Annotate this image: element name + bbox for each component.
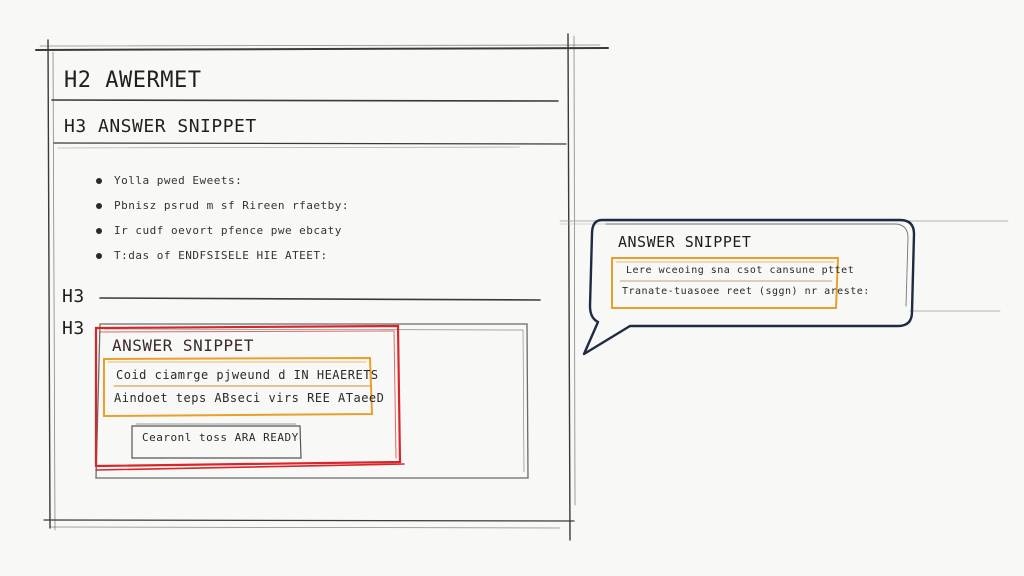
bubble-highlight-box bbox=[611, 257, 840, 309]
bullet-dot-icon bbox=[96, 202, 102, 209]
h3-second-underline bbox=[99, 297, 541, 301]
snippet-card-line-1: Coid ciamrge pjweund d IN HEAERETS bbox=[116, 368, 379, 382]
snippet-red-border bbox=[94, 324, 402, 468]
snippet-card-title: ANSWER SNIPPET bbox=[112, 336, 254, 355]
page-frame-bottom-line bbox=[43, 519, 575, 522]
list-item: Yolla pwed Eweets: bbox=[96, 168, 396, 193]
h3-answer-snippet-heading: H3 ANSWER SNIPPET bbox=[64, 116, 257, 137]
snippet-highlight-box bbox=[103, 356, 374, 418]
list-item: T:das of ENDFSISELE HIE ATEET: bbox=[96, 243, 396, 268]
page-frame-left-line bbox=[47, 39, 51, 529]
h2-underline bbox=[51, 99, 559, 102]
bullet-dot-icon bbox=[96, 252, 102, 259]
snippet-grey-box bbox=[95, 323, 529, 479]
snippet-status-label: Cearonl toss ARA READY bbox=[142, 431, 299, 444]
h3-second-heading: H3 bbox=[62, 286, 85, 307]
h3-third-heading: H3 bbox=[62, 318, 85, 339]
list-item-text: T:das of ENDFSISELE HIE ATEET: bbox=[114, 249, 328, 262]
page-frame-top-line bbox=[35, 47, 609, 51]
speech-bubble-line-2: Tranate-tuasoee reet (sggn) nr areste: bbox=[622, 286, 870, 297]
list-item-text: Ir cudf oevort pfence pwe ebcaty bbox=[114, 224, 342, 237]
list-item: Pbnisz psrud m sf Rireen rfaetby: bbox=[96, 193, 396, 218]
speech-bubble-title: ANSWER SNIPPET bbox=[618, 233, 752, 251]
page-frame-right-line bbox=[567, 33, 571, 541]
speech-bubble-line-1: Lere wceoing sna csot cansune pttet bbox=[626, 265, 855, 276]
snippet-card-line-2: Aindoet teps ABseci virs REE ATaeeD bbox=[114, 391, 385, 405]
bullet-dot-icon bbox=[96, 177, 102, 184]
speech-bubble-outline bbox=[582, 218, 916, 356]
status-box bbox=[131, 425, 302, 459]
h3-first-underline bbox=[53, 142, 567, 145]
list-item: Ir cudf oevort pfence pwe ebcaty bbox=[96, 218, 396, 243]
list-item-text: Pbnisz psrud m sf Rireen rfaetby: bbox=[114, 199, 350, 212]
h2-heading: H2 AWERMET bbox=[64, 68, 202, 93]
bullet-list: Yolla pwed Eweets: Pbnisz psrud m sf Rir… bbox=[96, 168, 396, 268]
bullet-dot-icon bbox=[96, 227, 102, 234]
list-item-text: Yolla pwed Eweets: bbox=[114, 174, 243, 187]
